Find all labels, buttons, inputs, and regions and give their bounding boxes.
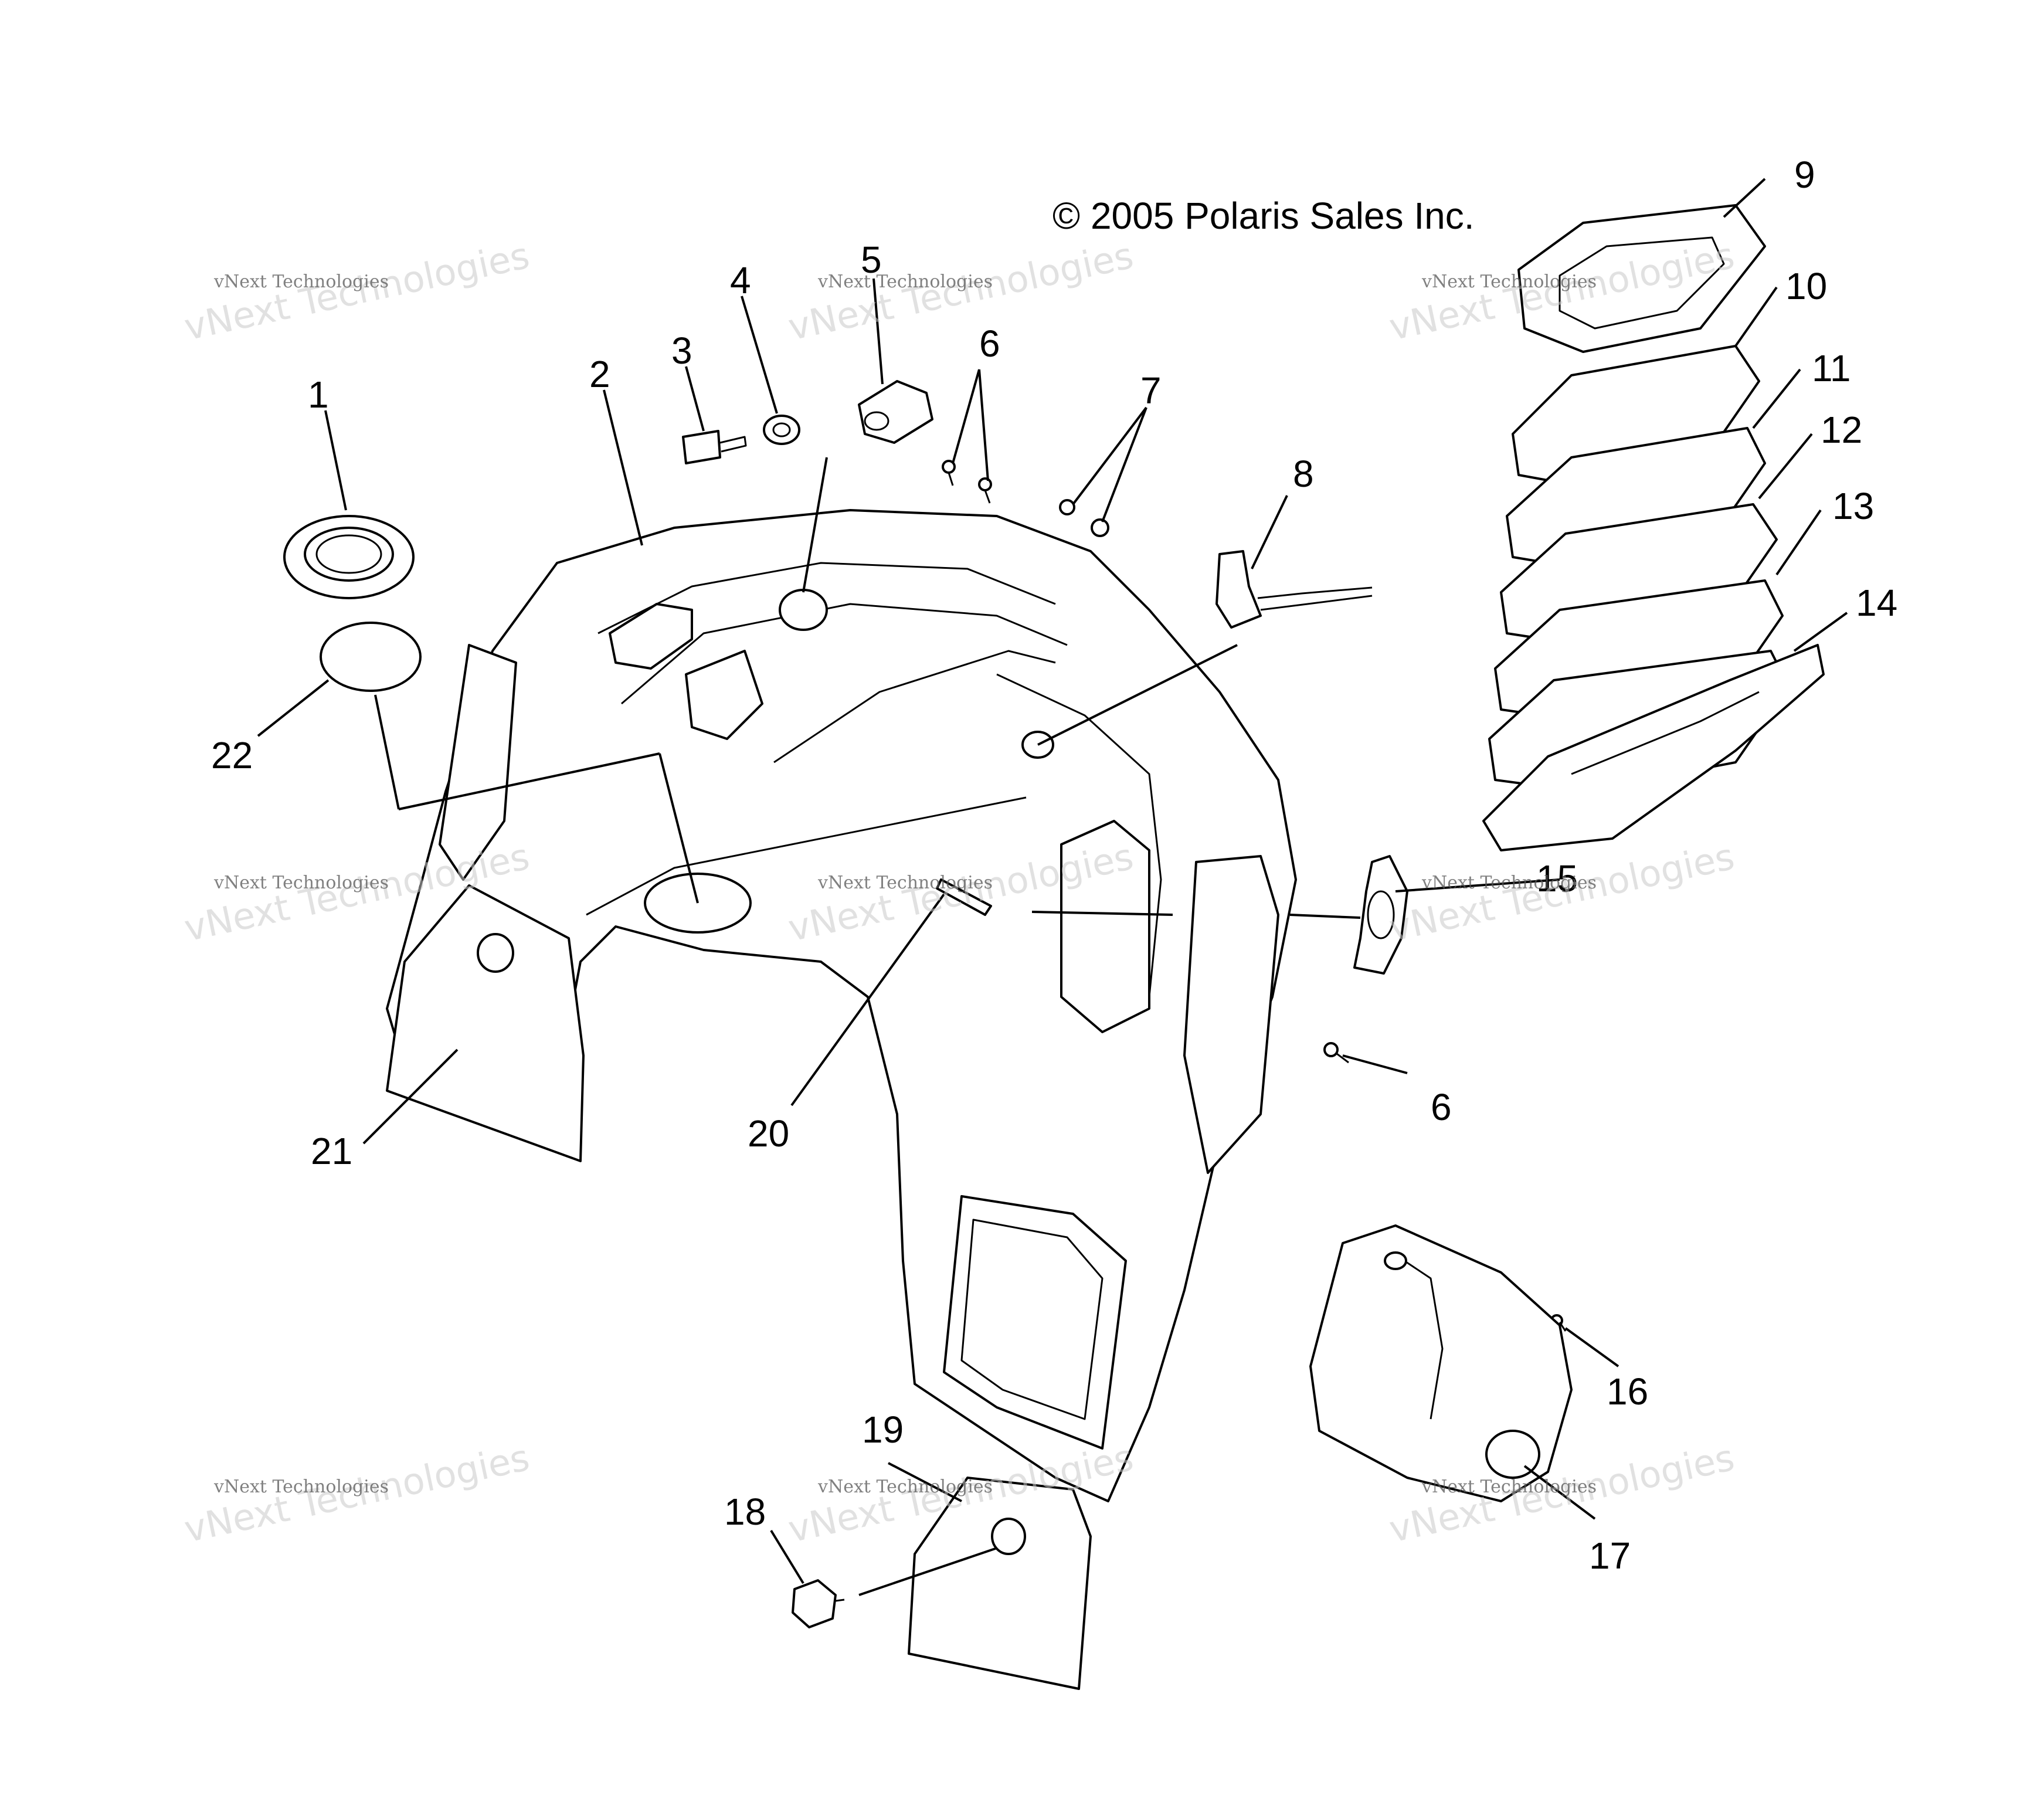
watermark-small-4: vNext Technologies xyxy=(213,873,389,893)
watermark-small-2: vNext Technologies xyxy=(817,272,993,292)
callout-6-right: 6 xyxy=(1431,1086,1452,1128)
leader-lines xyxy=(257,178,1848,1596)
callout-20: 20 xyxy=(748,1112,789,1155)
part-side-housing xyxy=(1309,1224,1573,1502)
watermark-small-9: vNext Technologies xyxy=(1421,1477,1597,1497)
part-access-panel xyxy=(908,1477,1092,1690)
callout-labels: 1 2 3 4 5 6 6 7 8 9 10 11 12 13 14 15 16… xyxy=(211,154,1897,1577)
callout-18: 18 xyxy=(724,1491,766,1533)
callout-13: 13 xyxy=(1832,485,1874,527)
watermark-small-6: vNext Technologies xyxy=(1421,873,1597,893)
callout-16: 16 xyxy=(1607,1370,1648,1413)
callout-11: 11 xyxy=(1812,347,1851,389)
callout-9: 9 xyxy=(1794,154,1815,196)
part-filler-ring xyxy=(283,515,415,599)
part-main-cover xyxy=(386,509,1297,1502)
callout-12: 12 xyxy=(1821,409,1862,451)
callout-4: 4 xyxy=(730,259,751,301)
part-nut xyxy=(763,415,800,445)
part-rivets xyxy=(1059,499,1109,537)
copyright-text: © 2005 Polaris Sales Inc. xyxy=(1052,195,1475,237)
part-bracket xyxy=(1353,855,1408,975)
callout-8: 8 xyxy=(1293,453,1314,495)
callout-7: 7 xyxy=(1140,369,1162,412)
part-ignition-switch xyxy=(858,380,933,444)
part-pin xyxy=(936,878,992,916)
part-left-panel xyxy=(386,884,585,1162)
callout-10: 10 xyxy=(1785,265,1827,307)
callout-3: 3 xyxy=(671,330,692,372)
watermark-small-1: vNext Technologies xyxy=(213,272,389,292)
part-left-panel-hole xyxy=(477,933,514,973)
watermark-small-7: vNext Technologies xyxy=(213,1477,389,1497)
callout-2: 2 xyxy=(589,353,610,395)
part-o-ring xyxy=(320,622,422,692)
callout-21: 21 xyxy=(311,1130,352,1172)
callout-1: 1 xyxy=(308,374,329,416)
part-decal-stack xyxy=(1482,204,1825,851)
part-screw-right xyxy=(1323,1042,1349,1064)
part-knob xyxy=(792,1579,845,1628)
callout-14: 14 xyxy=(1856,582,1897,624)
callout-17: 17 xyxy=(1589,1535,1631,1577)
part-screws-top xyxy=(942,460,992,504)
watermark-small-5: vNext Technologies xyxy=(817,873,993,893)
callout-15: 15 xyxy=(1536,857,1578,900)
callout-22: 22 xyxy=(211,734,253,776)
callout-6-top: 6 xyxy=(979,323,1000,365)
callout-5: 5 xyxy=(861,239,882,281)
part-switch-harness xyxy=(1215,550,1373,629)
part-key xyxy=(682,430,747,464)
callout-19: 19 xyxy=(862,1409,904,1451)
watermark-small-3: vNext Technologies xyxy=(1421,272,1597,292)
watermark-small-8: vNext Technologies xyxy=(817,1477,993,1497)
